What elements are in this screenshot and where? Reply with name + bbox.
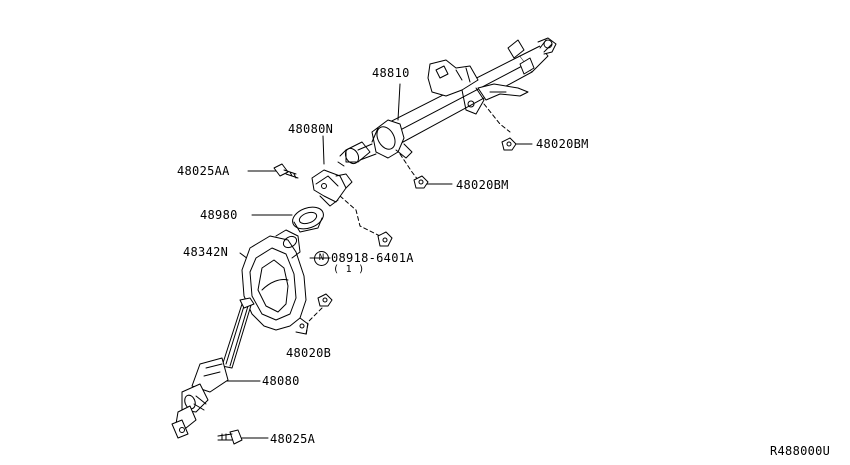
nut-48020BM-b — [413, 175, 429, 189]
lower-shaft-48080 — [171, 297, 255, 439]
label-48020BM-a: 48020BM — [536, 137, 589, 151]
label-48020BM-b: 48020BM — [456, 178, 509, 192]
label-48080N: 48080N — [288, 122, 334, 136]
label-08918: 08918-6401A — [331, 251, 414, 265]
bracket-48080N — [311, 169, 353, 207]
label-48020B: 48020B — [286, 346, 332, 360]
label-48025AA: 48025AA — [177, 164, 230, 178]
steering-column-tube — [337, 37, 557, 167]
label-08918-qty: ( 1 ) — [333, 264, 365, 275]
nut-08918 — [377, 231, 393, 247]
bolt-48025AA — [273, 163, 299, 179]
label-08918-prefix: N — [314, 251, 329, 266]
bolt-48025A — [217, 429, 243, 445]
label-48080: 48080 — [262, 374, 300, 388]
label-48980: 48980 — [200, 208, 238, 222]
label-48342N: 48342N — [183, 245, 229, 259]
label-48025A: 48025A — [270, 432, 316, 446]
leader-lines — [223, 83, 533, 439]
diagram-code: R488000U — [770, 444, 831, 458]
label-48810: 48810 — [372, 66, 410, 80]
seal-48980 — [292, 206, 324, 233]
nut-48020B — [317, 293, 333, 307]
nut-48020BM-a — [501, 137, 517, 151]
housing-48342N — [241, 229, 309, 335]
